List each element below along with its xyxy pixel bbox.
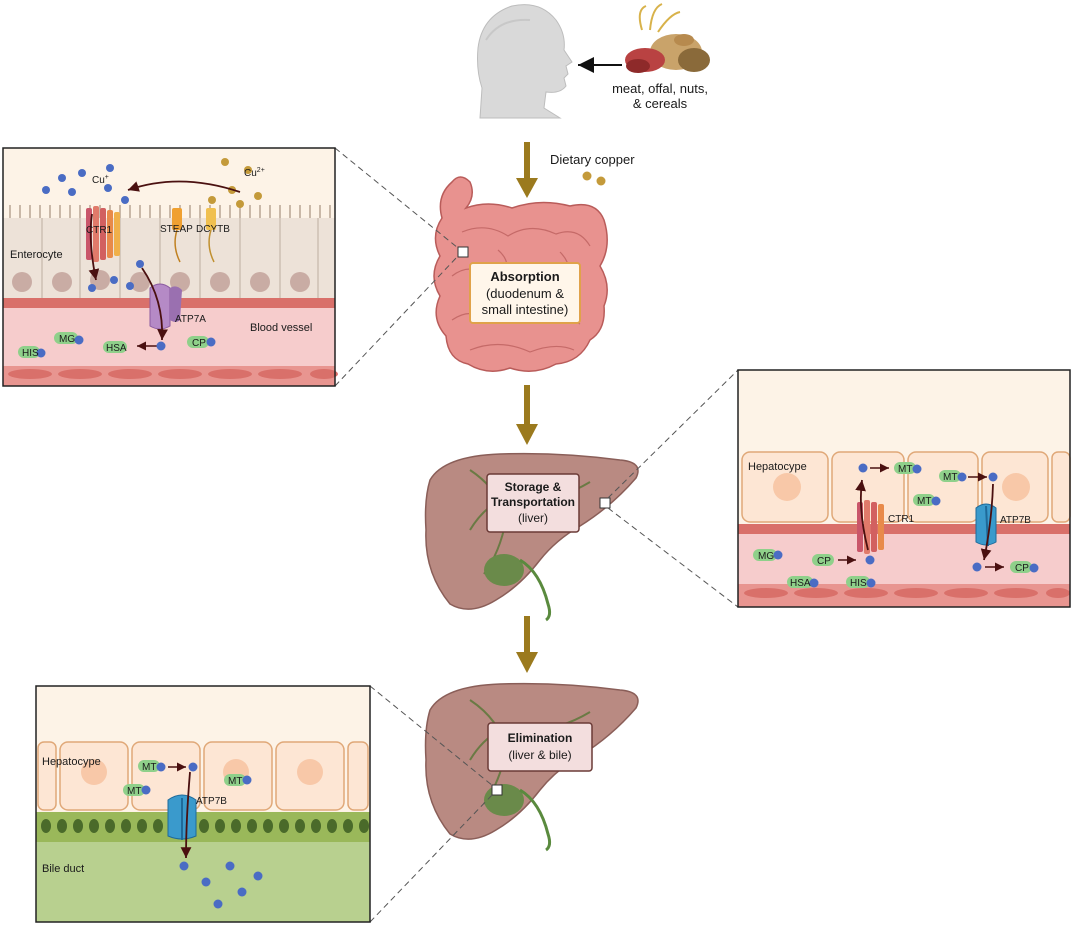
bile-duct-label: Bile duct — [42, 863, 84, 875]
copper-dot — [582, 171, 592, 181]
svg-text:MG: MG — [758, 551, 774, 562]
steap-label: STEAP — [160, 224, 193, 235]
svg-text:CP: CP — [817, 556, 831, 567]
cu2-label: Cu2+ — [244, 167, 265, 179]
cu1-dots — [42, 164, 144, 292]
storage-title1: Storage & — [505, 480, 562, 494]
absorption-line2: small intestine) — [482, 302, 569, 317]
bile-panel: Hepatocype Bile duct MT MT MT ATP7B — [35, 685, 371, 923]
mg-pill: MG — [54, 332, 84, 345]
bile-copper-dots — [179, 861, 263, 909]
dcytb-icon — [206, 208, 216, 263]
his-pill: HIS — [18, 346, 46, 359]
svg-text:CP: CP — [192, 338, 206, 349]
food-label-line2: & cereals — [633, 96, 688, 111]
hsa-pill: HSA — [103, 341, 127, 354]
cu1-label: Cu+ — [92, 174, 109, 186]
hsa-pill-liver: HSA — [787, 576, 819, 589]
storage-title2: Transportation — [491, 495, 575, 509]
cu2-dots — [208, 158, 262, 208]
atp7a-label: ATP7A — [175, 314, 206, 325]
absorption-line1: (duodenum & — [486, 286, 564, 301]
cp-pill: CP — [187, 336, 216, 349]
elimination-line: (liver & bile) — [508, 748, 571, 762]
food-label-line1: meat, offal, nuts, — [612, 81, 708, 96]
svg-text:HIS: HIS — [22, 348, 39, 359]
copper-dot — [596, 176, 606, 186]
svg-text:HSA: HSA — [106, 343, 127, 354]
atp7b-transporter-icon — [167, 794, 197, 840]
svg-text:HSA: HSA — [790, 578, 811, 589]
ctr1-transporter-icon — [86, 206, 120, 262]
atp7b-label-bile: ATP7B — [196, 796, 227, 807]
dietary-copper-label: Dietary copper — [550, 152, 635, 167]
svg-text:CP: CP — [1015, 563, 1029, 574]
mt-pill-bile-a: MT — [138, 760, 166, 773]
storage-line: (liver) — [518, 511, 548, 525]
hepatocyte-label: Hepatocype — [748, 461, 807, 473]
enterocyte-panel: Enterocyte Blood vessel Cu+ Cu2+ CTR1 ST… — [2, 147, 338, 387]
flow-arrow-2 — [516, 385, 538, 445]
mt-pill-b: MT — [939, 470, 967, 483]
hepatocyte-label-bile: Hepatocype — [42, 756, 101, 768]
ctr1-label-liver: CTR1 — [888, 514, 915, 525]
mt-pill-c: MT — [913, 494, 941, 507]
mt-pill-a: MT — [894, 462, 922, 475]
atp7b-label-liver: ATP7B — [1000, 515, 1031, 526]
flow-arrow-3 — [516, 616, 538, 673]
absorption-label-box: Absorption (duodenum & small intestine) — [469, 262, 581, 324]
storage-label-box: Storage & Transportation (liver) — [486, 473, 580, 533]
zoom-connectors — [334, 147, 739, 923]
svg-text:MG: MG — [59, 334, 75, 345]
absorption-title: Absorption — [490, 269, 559, 284]
elimination-title: Elimination — [508, 731, 573, 745]
cp-pill-left: CP — [812, 554, 834, 567]
steap-icon — [172, 208, 182, 263]
flow-arrow-1 — [516, 142, 538, 198]
food-icon — [625, 3, 710, 73]
atp7b-transporter-icon — [975, 503, 997, 547]
svg-text:MT: MT — [898, 464, 912, 475]
svg-text:HIS: HIS — [850, 578, 867, 589]
svg-text:MT: MT — [917, 496, 931, 507]
svg-text:MT: MT — [127, 786, 141, 797]
dcytb-label: DCYTB — [196, 224, 230, 235]
svg-text:MT: MT — [228, 776, 242, 787]
blood-vessel-label: Blood vessel — [250, 322, 312, 334]
cp-pill-right: CP — [1010, 561, 1039, 574]
zoom-box-liver — [599, 497, 611, 509]
zoom-box-intestine — [457, 246, 469, 258]
human-head-icon — [477, 4, 573, 119]
his-pill-liver: HIS — [846, 576, 876, 589]
ctr1-label: CTR1 — [86, 225, 113, 236]
elimination-label-box: Elimination (liver & bile) — [487, 722, 593, 772]
mg-pill-liver: MG — [753, 549, 783, 562]
mt-pill-bile-b: MT — [224, 774, 252, 787]
svg-text:MT: MT — [943, 472, 957, 483]
hepatocyte-panel: Hepatocype MT MT MT CTR1 — [737, 369, 1071, 608]
mt-pill-bile-c: MT — [123, 784, 151, 797]
svg-text:MT: MT — [142, 762, 156, 773]
zoom-box-bile — [491, 784, 503, 796]
enterocyte-label: Enterocyte — [10, 249, 63, 261]
